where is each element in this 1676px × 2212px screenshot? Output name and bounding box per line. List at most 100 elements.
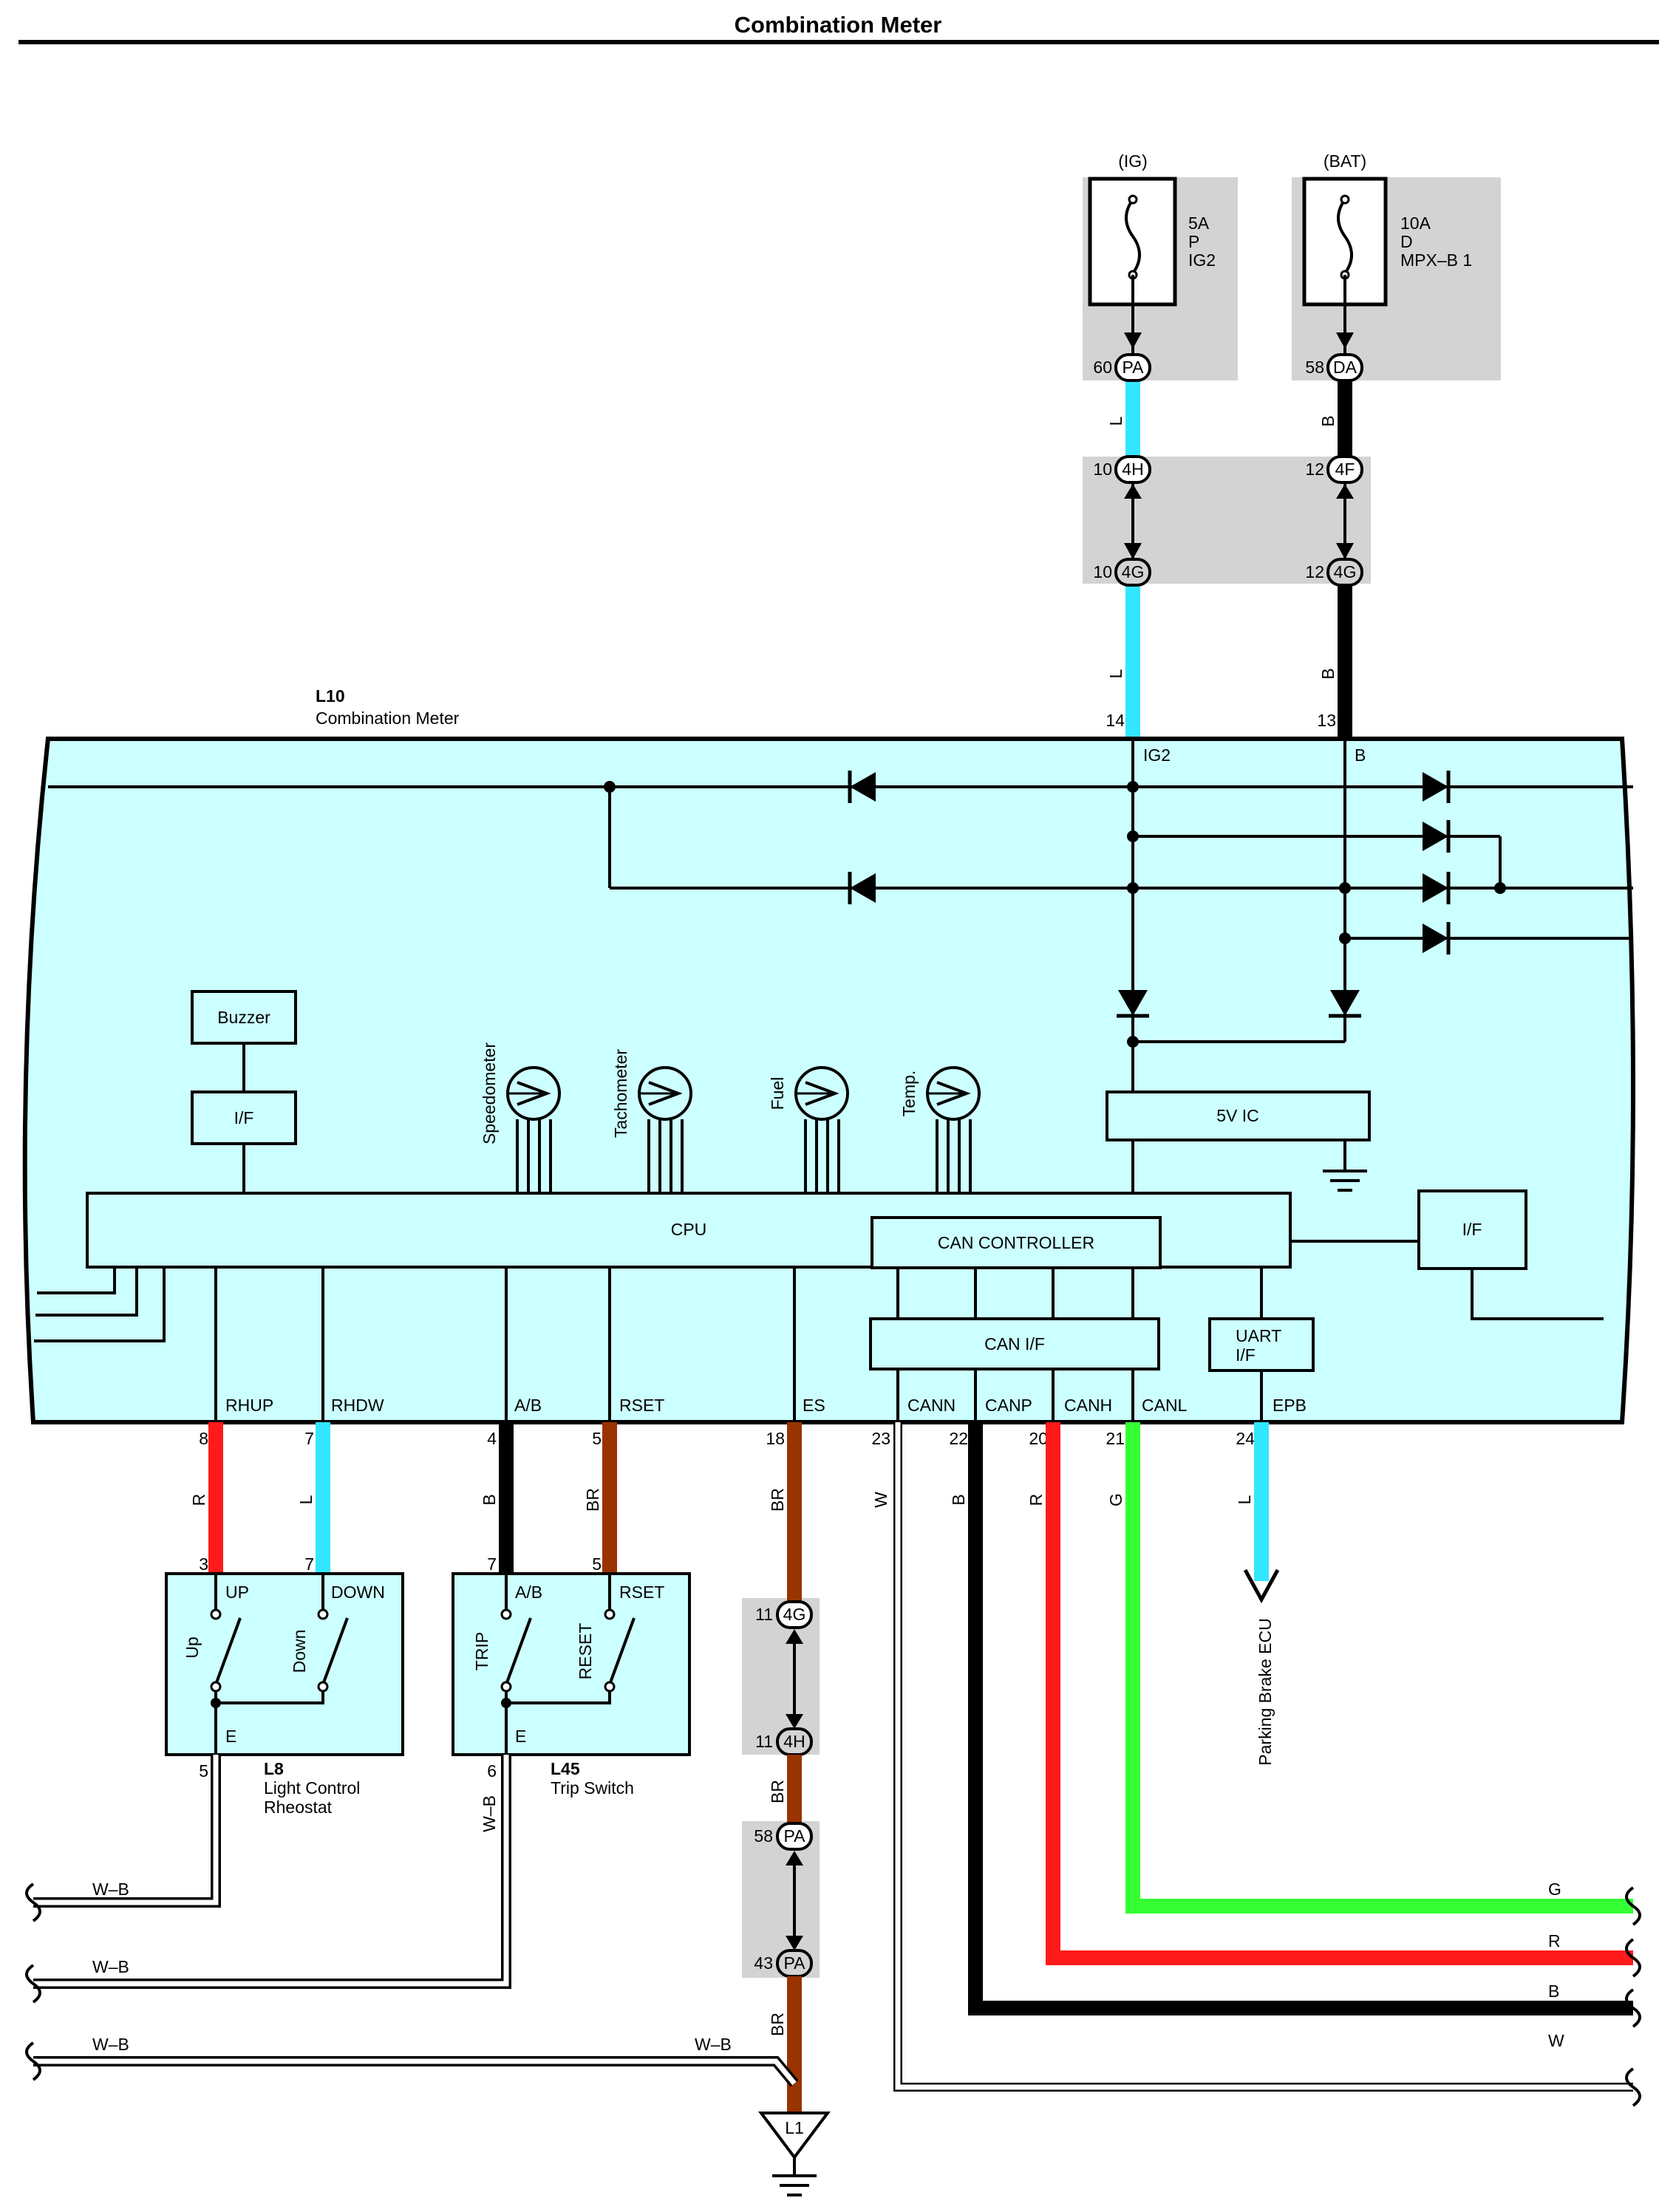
parking-brake-ecu: Parking Brake ECU — [1256, 1618, 1275, 1765]
svg-text:B: B — [480, 1494, 499, 1505]
svg-text:B: B — [949, 1494, 968, 1505]
wire-wb-l8 — [33, 1755, 221, 1908]
svg-text:I/F: I/F — [1462, 1220, 1482, 1239]
svg-text:18: 18 — [766, 1429, 785, 1448]
diode-icon — [1423, 922, 1451, 955]
buzzer — [191, 990, 297, 1045]
svg-text:BR: BR — [768, 1780, 787, 1803]
pin-rhup: RHUP — [225, 1396, 273, 1415]
pin-ab: A/B — [514, 1396, 542, 1415]
connector-4f-top: 4F 12 — [1305, 455, 1363, 559]
svg-text:11: 11 — [755, 1732, 773, 1751]
can-controller — [871, 1216, 1162, 1269]
svg-text:Trip Switch: Trip Switch — [551, 1778, 634, 1798]
svg-text:4H: 4H — [1122, 460, 1143, 479]
svg-text:Fuel: Fuel — [768, 1077, 787, 1110]
diode-icon — [1329, 990, 1361, 1018]
svg-text:L: L — [1106, 669, 1125, 678]
arrow-down-icon — [1243, 1568, 1280, 1604]
svg-text:Temp.: Temp. — [899, 1071, 919, 1117]
can-interface — [869, 1317, 1160, 1370]
svg-text:DOWN: DOWN — [331, 1583, 385, 1602]
svg-text:R: R — [1548, 1931, 1561, 1950]
wire-wb-ground — [33, 2056, 799, 2087]
connector-da-top: DA 58 — [1305, 332, 1363, 382]
fuse-ig: (IG) 5A P IG2 — [1083, 151, 1238, 380]
break-mark-icon — [25, 1882, 41, 2081]
svg-text:5: 5 — [592, 1554, 602, 1574]
wire-b-canp — [968, 1422, 1633, 2015]
svg-text:11: 11 — [755, 1605, 773, 1624]
svg-text:4H: 4H — [783, 1732, 805, 1751]
connector-pa-top: PA 60 — [1093, 332, 1151, 382]
svg-text:5V IC: 5V IC — [1216, 1106, 1259, 1125]
svg-text:BR: BR — [583, 1488, 602, 1512]
svg-text:4G: 4G — [1122, 562, 1145, 581]
svg-text:UP: UP — [225, 1583, 249, 1602]
svg-text:Buzzer: Buzzer — [217, 1008, 270, 1027]
svg-text:12: 12 — [1305, 562, 1324, 581]
fuse-bat-icon — [1337, 198, 1353, 275]
fuse-bat-name: MPX–B 1 — [1400, 250, 1472, 270]
pin-rset: RSET — [619, 1396, 664, 1415]
ground-icon — [1323, 1170, 1367, 1192]
connector-4g-l: 4G 10 — [1093, 558, 1151, 587]
svg-text:DA: DA — [1333, 358, 1358, 377]
switch-trip-icon — [505, 1617, 532, 1685]
svg-text:10: 10 — [1093, 562, 1112, 581]
break-mark-icon — [1625, 1886, 1641, 2107]
svg-text:W: W — [871, 1492, 890, 1508]
fuel-gauge-icon: Fuel — [768, 1066, 849, 1193]
pin-ig2: IG2 — [1143, 745, 1171, 765]
svg-text:L8: L8 — [264, 1759, 284, 1778]
speedometer-icon: Speedometer — [480, 1042, 561, 1193]
svg-text:B: B — [1318, 415, 1338, 426]
svg-text:7: 7 — [304, 1554, 314, 1574]
svg-text:W–B: W–B — [695, 2035, 732, 2054]
svg-text:20: 20 — [1029, 1429, 1048, 1448]
svg-text:4G: 4G — [1334, 562, 1357, 581]
fuse-ig-amps: 5A — [1188, 214, 1210, 233]
connector-4h-top: 4H 10 — [1093, 455, 1151, 559]
svg-text:RESET: RESET — [576, 1623, 595, 1680]
svg-text:BR: BR — [768, 1488, 787, 1512]
svg-text:W–B: W–B — [92, 1957, 129, 1976]
ground-l1-icon: L1 — [758, 2112, 831, 2196]
switch-down-icon — [321, 1617, 349, 1685]
switch-up-icon — [214, 1617, 242, 1685]
svg-text:BR: BR — [768, 2013, 787, 2036]
svg-text:23: 23 — [871, 1429, 890, 1448]
meter-name: Combination Meter — [316, 709, 460, 728]
tachometer-icon: Tachometer — [611, 1049, 692, 1193]
svg-text:Light Control: Light Control — [264, 1778, 360, 1798]
svg-text:12: 12 — [1305, 460, 1324, 479]
svg-text:22: 22 — [949, 1429, 968, 1448]
svg-text:L: L — [296, 1495, 316, 1504]
svg-text:Speedometer: Speedometer — [480, 1042, 499, 1144]
svg-text:L1: L1 — [785, 2118, 804, 2137]
svg-text:TRIP: TRIP — [472, 1632, 491, 1670]
svg-text:B: B — [1318, 668, 1338, 679]
svg-text:L: L — [1106, 416, 1125, 426]
svg-text:4: 4 — [487, 1429, 497, 1448]
diode-icon — [848, 872, 876, 904]
svg-text:I/F: I/F — [234, 1108, 254, 1127]
svg-text:7: 7 — [487, 1554, 497, 1574]
svg-text:4G: 4G — [783, 1605, 806, 1624]
pin-cann: CANN — [907, 1396, 955, 1415]
switch-reset-icon — [608, 1617, 636, 1685]
pin-b: B — [1355, 745, 1366, 765]
svg-text:4F: 4F — [1335, 460, 1355, 479]
pin-canh: CANH — [1064, 1396, 1112, 1415]
fuse-ig-letter: P — [1188, 232, 1199, 251]
svg-text:W–B: W–B — [92, 2035, 129, 2054]
svg-text:UART: UART — [1236, 1326, 1281, 1345]
svg-text:E: E — [225, 1727, 236, 1746]
svg-text:G: G — [1106, 1493, 1125, 1506]
diode-icon — [1423, 820, 1451, 853]
svg-text:B: B — [1548, 1981, 1559, 2001]
diode-icon — [1423, 771, 1451, 803]
wire-wb-l45 — [33, 1755, 511, 1989]
fuse-ig-icon — [1125, 198, 1141, 275]
